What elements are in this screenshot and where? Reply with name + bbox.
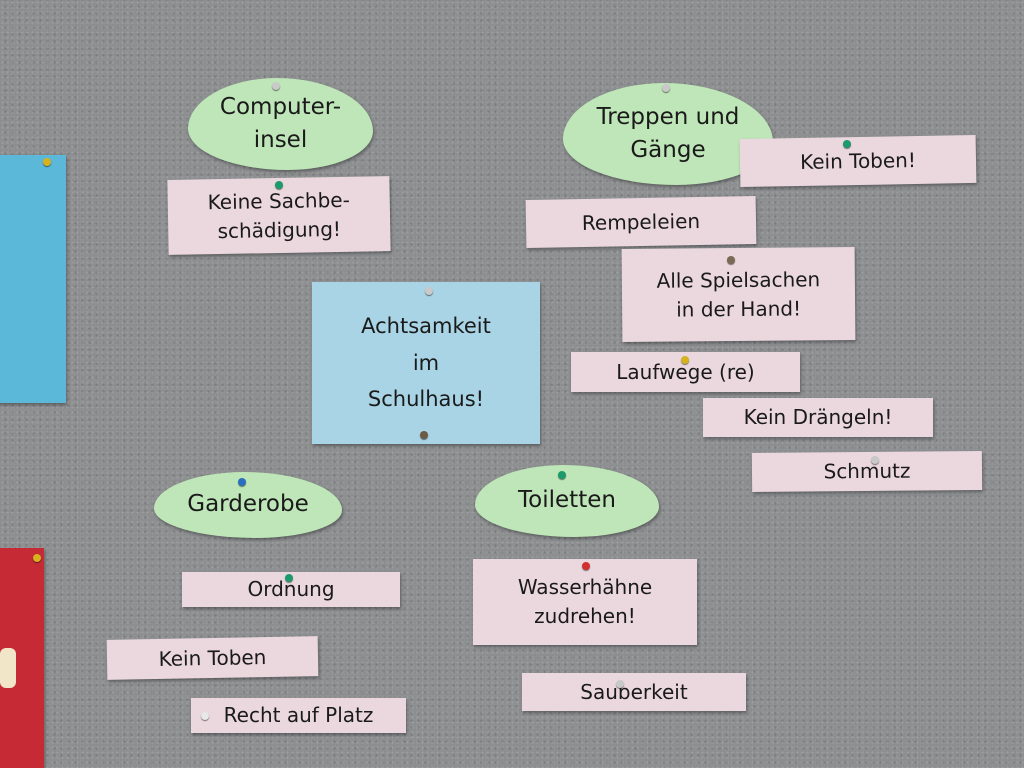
edge-paper-drawing (0, 648, 16, 688)
pin-icon (843, 140, 851, 148)
note-kein-draengeln: Kein Drängeln! (703, 398, 933, 437)
pin-icon (727, 256, 735, 264)
edge-paper-blue (0, 155, 66, 403)
pin-icon (662, 84, 670, 92)
pin-icon (681, 356, 689, 364)
pin-icon (285, 574, 293, 582)
cloud-treppen-und-gaenge: Treppen und Gänge (563, 83, 773, 185)
cloud-garderobe: Garderobe (154, 472, 342, 538)
pin-icon (616, 680, 624, 688)
pin-icon (871, 456, 879, 464)
note-ordnung: Ordnung (182, 572, 400, 607)
pin-icon (272, 82, 280, 90)
cloud-computer-insel: Computer- insel (188, 78, 373, 170)
center-card-achtsamkeit: Achtsamkeit im Schulhaus! (312, 282, 540, 444)
note-schmutz: Schmutz (751, 450, 983, 493)
cloud-toiletten: Toiletten (475, 465, 659, 537)
pin-icon (238, 478, 246, 486)
note-recht-auf-platz: Recht auf Platz (191, 698, 406, 733)
pin-icon (43, 158, 51, 166)
pin-icon (201, 712, 209, 720)
pin-icon (33, 554, 41, 562)
edge-paper-red (0, 548, 44, 768)
note-rempeleien: Rempeleien (525, 195, 757, 249)
note-alle-spielsachen: Alle Spielsachen in der Hand! (621, 246, 856, 343)
note-sauberkeit: Sauberkeit (522, 673, 746, 711)
pin-icon (425, 287, 433, 295)
pin-icon (558, 471, 566, 479)
note-kein-toben-garderobe: Kein Toben (106, 636, 319, 680)
note-wasserhaehne: Wasserhähne zudrehen! (473, 559, 697, 645)
pin-icon (582, 562, 590, 570)
note-kein-toben-treppen: Kein Toben! (739, 134, 977, 188)
pin-icon (420, 431, 428, 439)
pin-icon (275, 181, 283, 189)
